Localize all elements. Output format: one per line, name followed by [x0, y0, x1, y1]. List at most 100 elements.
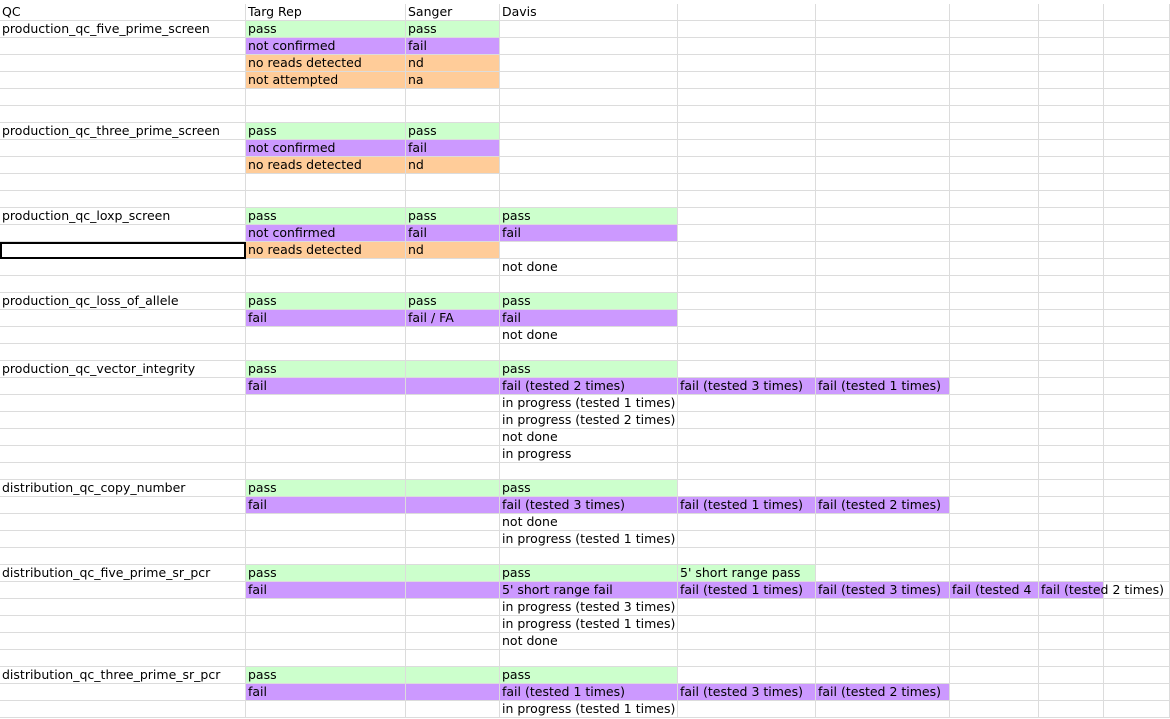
table-cell[interactable] [816, 361, 950, 378]
table-cell[interactable] [816, 480, 950, 497]
table-cell[interactable]: pass [500, 565, 678, 582]
table-cell[interactable] [816, 293, 950, 310]
table-cell[interactable] [678, 259, 816, 276]
table-cell[interactable] [678, 463, 816, 480]
table-cell[interactable] [816, 412, 950, 429]
table-cell[interactable] [500, 106, 678, 123]
table-cell[interactable] [406, 344, 500, 361]
table-cell[interactable] [1104, 259, 1170, 276]
table-cell[interactable] [1039, 514, 1104, 531]
table-cell[interactable] [678, 446, 816, 463]
table-cell[interactable]: pass [406, 208, 500, 225]
table-cell[interactable] [1104, 497, 1170, 514]
table-cell[interactable] [1039, 242, 1104, 259]
table-cell[interactable] [0, 157, 246, 174]
table-cell[interactable] [1104, 514, 1170, 531]
table-cell[interactable]: fail [246, 684, 406, 701]
table-cell[interactable] [816, 514, 950, 531]
table-cell[interactable] [1039, 548, 1104, 565]
table-cell[interactable] [678, 55, 816, 72]
table-cell[interactable]: not attempted [246, 72, 406, 89]
table-cell[interactable] [406, 684, 500, 701]
table-cell[interactable]: not done [500, 514, 678, 531]
table-cell[interactable]: pass [246, 667, 406, 684]
table-cell[interactable] [1104, 106, 1170, 123]
column-header-cell[interactable] [950, 4, 1039, 21]
table-cell[interactable] [678, 89, 816, 106]
table-cell[interactable] [406, 599, 500, 616]
table-cell[interactable] [1039, 480, 1104, 497]
table-cell[interactable] [406, 259, 500, 276]
table-cell[interactable] [1104, 531, 1170, 548]
table-cell[interactable] [1104, 157, 1170, 174]
table-cell[interactable] [678, 480, 816, 497]
table-cell[interactable] [406, 395, 500, 412]
table-cell[interactable] [500, 548, 678, 565]
table-cell[interactable]: fail [406, 225, 500, 242]
table-cell[interactable] [1104, 191, 1170, 208]
table-cell[interactable] [406, 633, 500, 650]
table-cell[interactable] [678, 344, 816, 361]
column-header-cell[interactable]: Davis [500, 4, 678, 21]
table-cell[interactable] [678, 361, 816, 378]
table-cell[interactable] [500, 123, 678, 140]
table-cell[interactable]: fail (tested 4 [950, 582, 1039, 599]
table-cell[interactable]: pass [406, 293, 500, 310]
table-cell[interactable] [950, 599, 1039, 616]
table-cell[interactable]: not done [500, 259, 678, 276]
table-cell[interactable]: production_qc_five_prime_screen [0, 21, 246, 38]
table-cell[interactable] [1104, 344, 1170, 361]
table-cell[interactable] [1104, 293, 1170, 310]
table-cell[interactable] [950, 55, 1039, 72]
table-cell[interactable]: fail (tested 2 times) [816, 684, 950, 701]
table-cell[interactable] [950, 38, 1039, 55]
table-cell[interactable]: not done [500, 327, 678, 344]
table-cell[interactable] [1039, 497, 1104, 514]
table-cell[interactable]: in progress (tested 1 times) [500, 616, 678, 633]
table-cell[interactable] [1039, 89, 1104, 106]
table-cell[interactable] [406, 582, 500, 599]
table-cell[interactable] [1104, 599, 1170, 616]
table-cell[interactable]: in progress (tested 3 times) [500, 599, 678, 616]
table-cell[interactable] [0, 378, 246, 395]
table-cell[interactable] [1104, 72, 1170, 89]
table-cell[interactable]: pass [246, 361, 406, 378]
table-cell[interactable] [246, 633, 406, 650]
table-cell[interactable] [0, 684, 246, 701]
table-cell[interactable] [500, 72, 678, 89]
table-cell[interactable] [246, 429, 406, 446]
table-cell[interactable] [406, 650, 500, 667]
table-cell[interactable] [1039, 123, 1104, 140]
table-cell[interactable] [0, 463, 246, 480]
table-cell[interactable] [1039, 531, 1104, 548]
table-cell[interactable] [678, 38, 816, 55]
table-cell[interactable] [246, 463, 406, 480]
table-cell[interactable]: pass [246, 293, 406, 310]
table-cell[interactable] [1039, 463, 1104, 480]
table-cell[interactable] [816, 599, 950, 616]
table-cell[interactable] [1104, 361, 1170, 378]
table-cell[interactable] [0, 701, 246, 718]
table-cell[interactable] [678, 412, 816, 429]
table-cell[interactable] [1039, 327, 1104, 344]
table-cell[interactable] [406, 531, 500, 548]
table-cell[interactable] [950, 157, 1039, 174]
table-cell[interactable] [1104, 55, 1170, 72]
table-cell[interactable] [1039, 701, 1104, 718]
table-cell[interactable] [678, 21, 816, 38]
table-cell[interactable] [0, 55, 246, 72]
table-cell[interactable]: pass [246, 21, 406, 38]
table-cell[interactable]: not done [500, 633, 678, 650]
table-cell[interactable] [246, 599, 406, 616]
table-cell[interactable] [1104, 89, 1170, 106]
table-cell[interactable] [1104, 429, 1170, 446]
table-cell[interactable] [1104, 208, 1170, 225]
table-cell[interactable]: in progress [500, 446, 678, 463]
table-cell[interactable] [816, 395, 950, 412]
selected-cell[interactable] [0, 242, 246, 259]
table-cell[interactable] [950, 361, 1039, 378]
table-cell[interactable] [0, 225, 246, 242]
table-cell[interactable] [950, 123, 1039, 140]
table-cell[interactable] [1039, 38, 1104, 55]
table-cell[interactable] [500, 55, 678, 72]
